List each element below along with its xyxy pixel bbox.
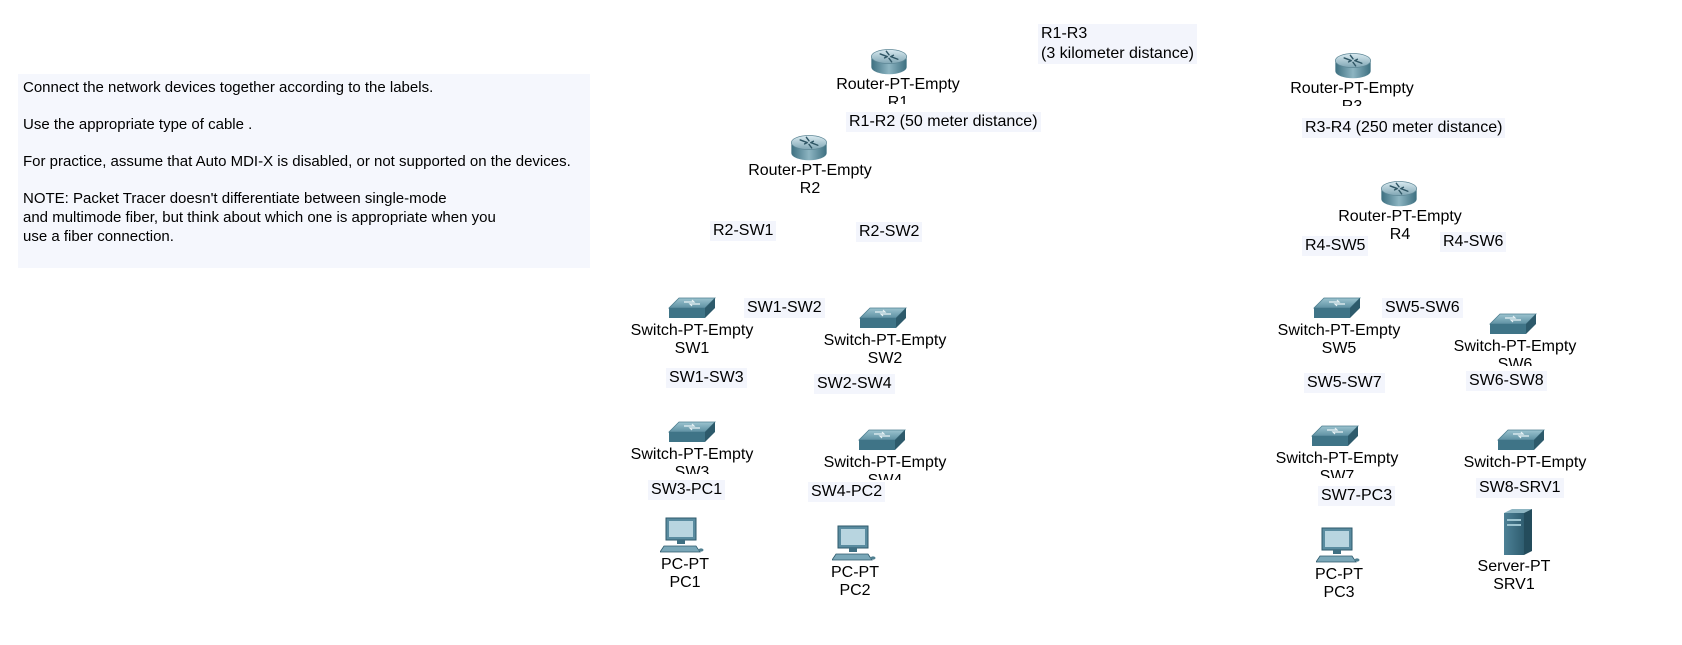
link-label-sw6-sw8: SW6-SW8 (1466, 371, 1547, 391)
link-label-sw1-sw3: SW1-SW3 (666, 368, 747, 388)
link-label-r1-r2: R1-R2 (50 meter distance) (846, 112, 1041, 132)
device-sw8[interactable]: Switch-PT-Empty (1450, 428, 1600, 478)
device-sw8-caption: Switch-PT-Empty (1450, 454, 1600, 472)
pc-icon (832, 524, 876, 564)
link-label-r1-r3: R1-R3(3 kilometer distance) (1038, 24, 1197, 64)
switch-icon (667, 296, 717, 322)
switch-icon (857, 428, 907, 454)
device-sw4-caption: Switch-PT-EmptySW4 (810, 454, 960, 480)
link-label-sw4-pc2: SW4-PC2 (808, 482, 886, 502)
device-r3[interactable]: Router-PT-EmptyR3 (1272, 50, 1432, 112)
link-label-sw8-srv1: SW8-SRV1 (1476, 478, 1564, 498)
link-label-r4-sw5: R4-SW5 (1302, 236, 1369, 256)
router-icon (866, 46, 912, 76)
link-label-sw2-sw4: SW2-SW4 (814, 374, 895, 394)
note-line-mdix: For practice, assume that Auto MDI-X is … (23, 153, 571, 170)
note-line-cable: Use the appropriate type of cable . (23, 116, 253, 133)
link-label-sw1-sw2: SW1-SW2 (744, 298, 825, 318)
router-icon (1376, 178, 1422, 208)
switch-icon (1496, 428, 1546, 454)
device-r3-caption: Router-PT-EmptyR3 (1272, 80, 1432, 106)
link-label-r4-sw6: R4-SW6 (1440, 232, 1507, 252)
pc-icon (1316, 526, 1360, 566)
link-label-sw3-pc1: SW3-PC1 (648, 480, 726, 500)
pc-icon (660, 516, 704, 556)
link-label-sw5-sw7: SW5-SW7 (1304, 373, 1385, 393)
link-label-sw5-sw6: SW5-SW6 (1382, 298, 1463, 318)
switch-icon (1312, 296, 1362, 322)
note-line-fiber: NOTE: Packet Tracer doesn't differentiat… (23, 190, 496, 245)
switch-icon (858, 306, 908, 332)
link-label-r2-sw2: R2-SW2 (856, 222, 923, 242)
link-label-r2-sw1: R2-SW1 (710, 221, 777, 241)
note-line-connect: Connect the network devices together acc… (23, 79, 434, 96)
instructions-note: Connect the network devices together acc… (18, 74, 590, 268)
device-sw4[interactable]: Switch-PT-EmptySW4 (810, 428, 960, 486)
switch-icon (1488, 312, 1538, 338)
router-icon (1330, 50, 1376, 80)
link-label-sw7-pc3: SW7-PC3 (1318, 486, 1396, 506)
server-icon (1500, 506, 1534, 558)
router-icon (786, 132, 832, 162)
switch-icon (1310, 424, 1360, 450)
switch-icon (667, 420, 717, 446)
link-label-r3-r4: R3-R4 (250 meter distance) (1302, 118, 1506, 138)
